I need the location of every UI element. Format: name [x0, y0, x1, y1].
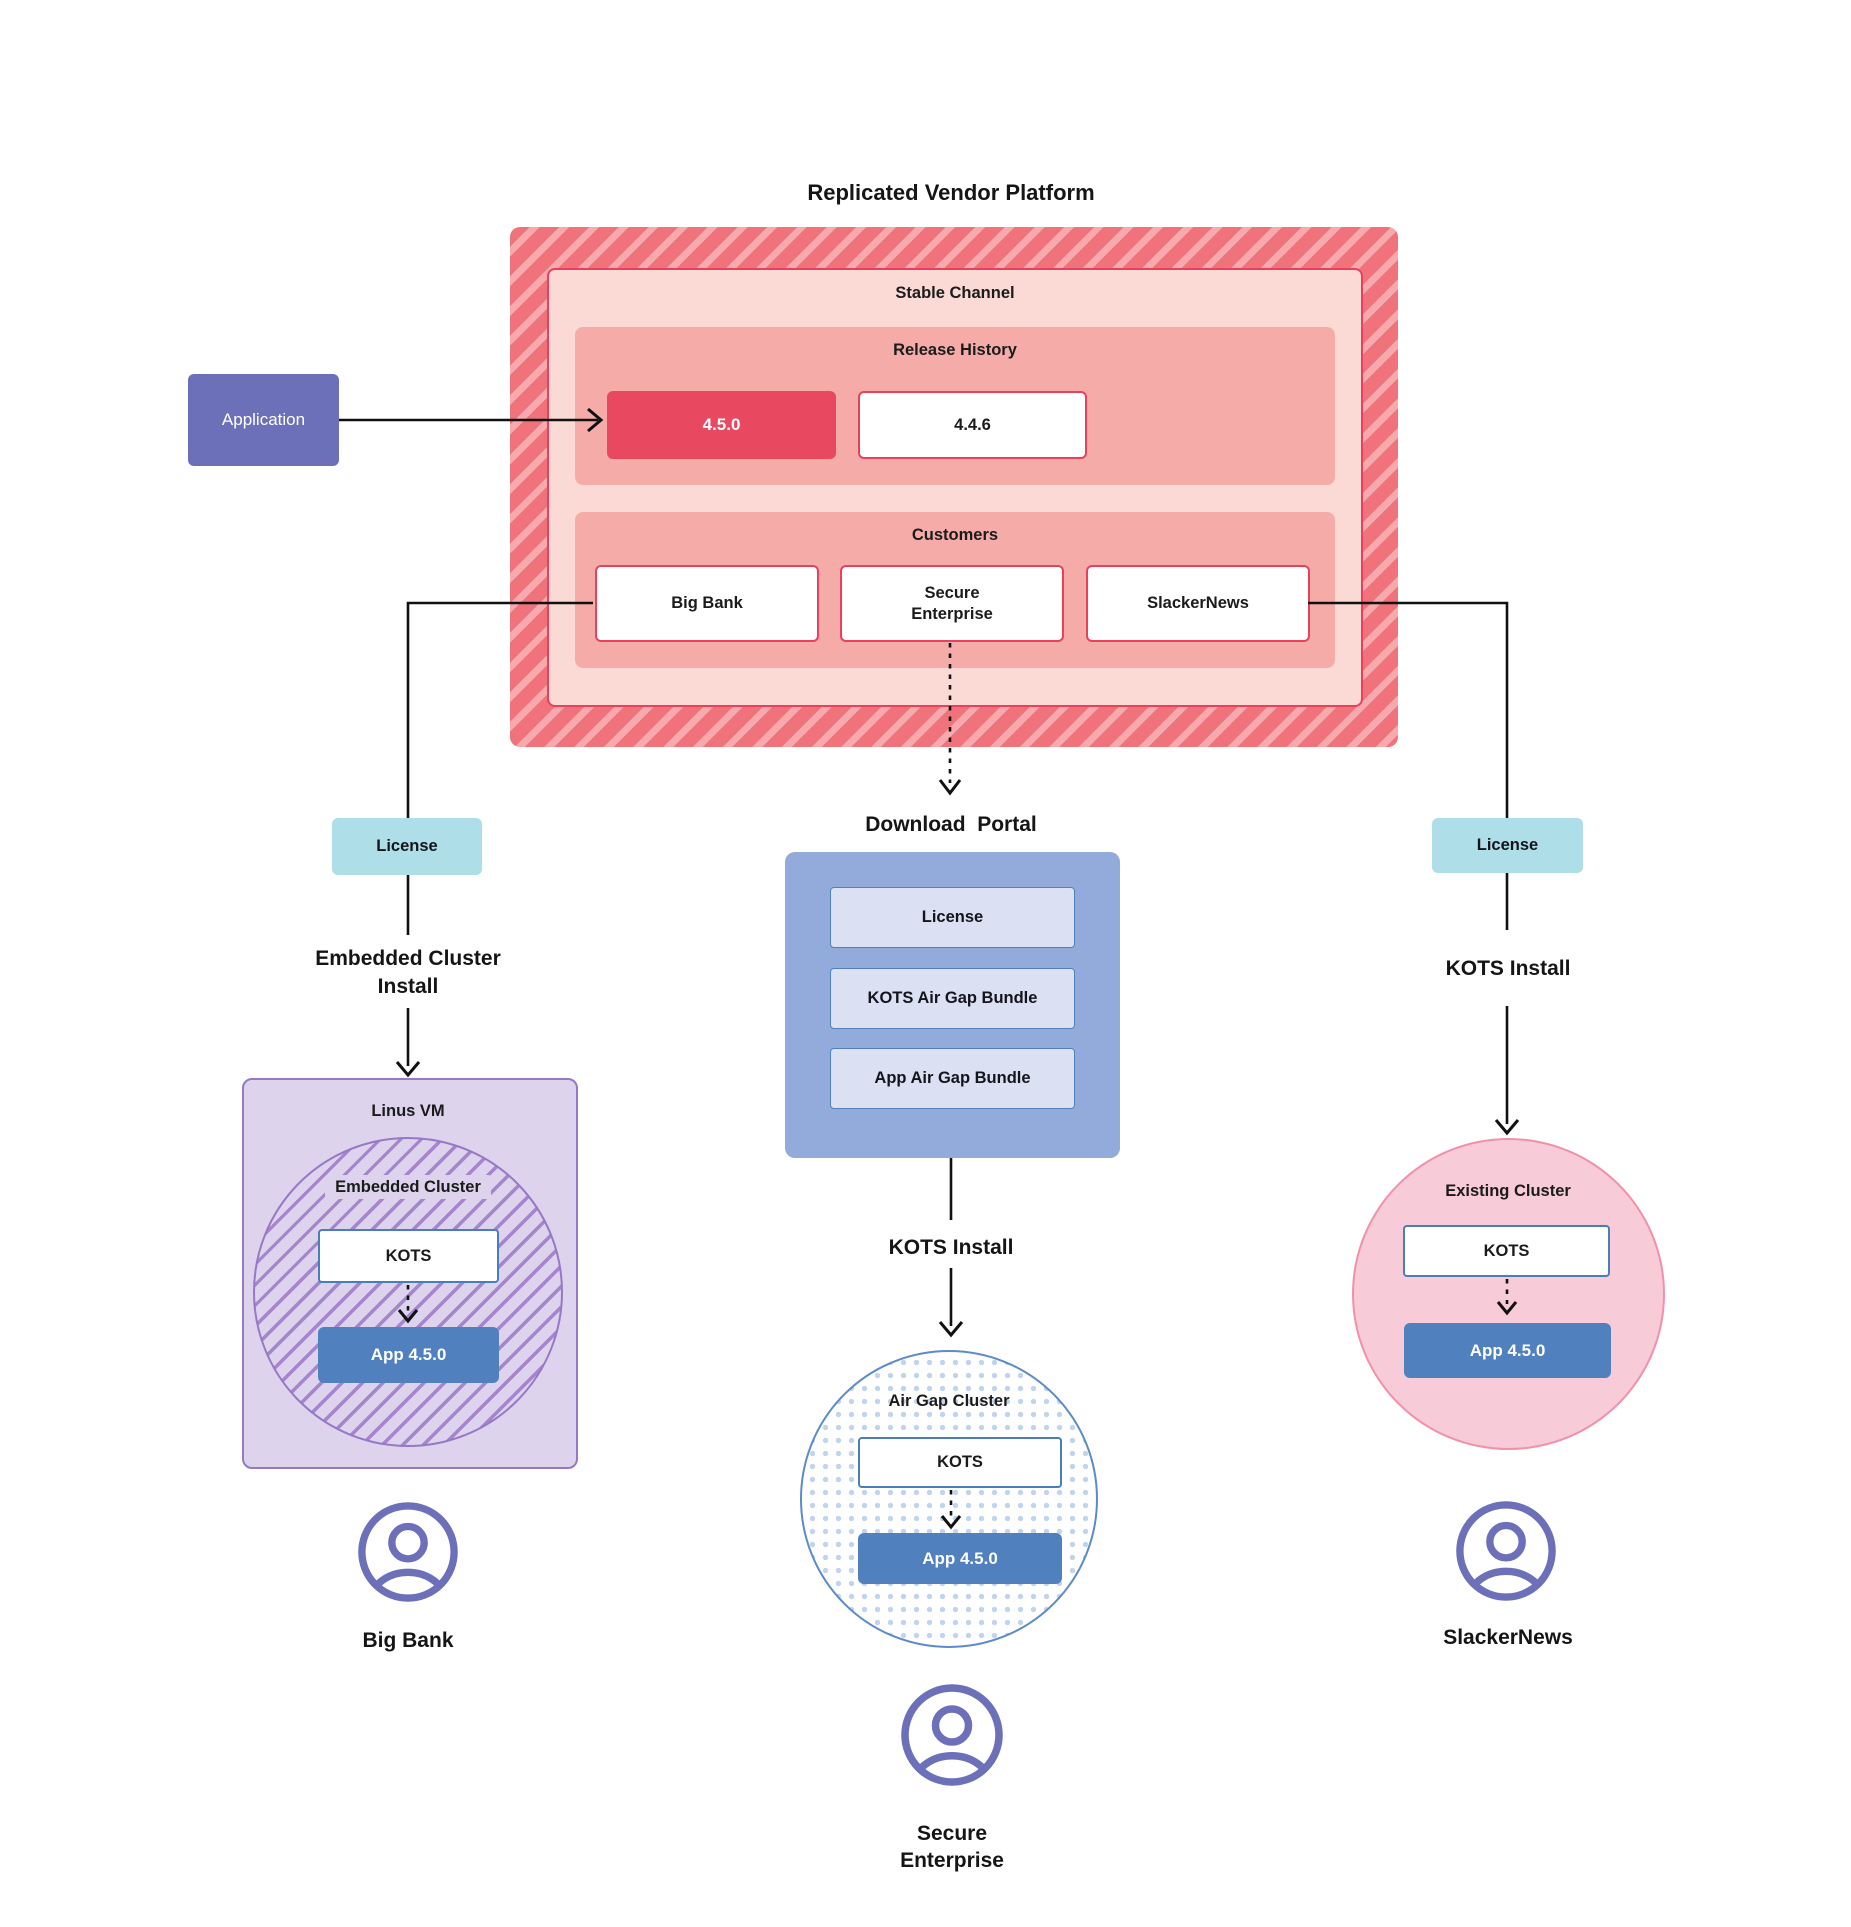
middle-app-box: App 4.5.0: [858, 1533, 1062, 1584]
middle-kots-install-label: KOTS Install: [888, 1236, 1014, 1259]
existing-cluster-label: Existing Cluster: [1445, 1182, 1571, 1200]
portal-app-airgap-item: App Air Gap Bundle: [830, 1048, 1075, 1109]
stable-channel-box: Stable Channel Release History 4.5.0 4.4…: [547, 268, 1363, 707]
embedded-cluster-label: Embedded Cluster: [298, 1175, 518, 1199]
release-4-4-6: 4.4.6: [858, 391, 1087, 459]
left-license-box: License: [332, 818, 482, 875]
right-kots-install-label: KOTS Install: [1445, 957, 1571, 980]
stable-channel-label: Stable Channel: [895, 284, 1015, 302]
diagram-title: Replicated Vendor Platform: [807, 180, 1095, 205]
download-portal-box: License KOTS Air Gap Bundle App Air Gap …: [785, 852, 1120, 1158]
release-history-box: Release History 4.5.0 4.4.6: [575, 327, 1335, 485]
release-history-label: Release History: [893, 341, 1017, 359]
right-license-box: License: [1432, 818, 1583, 873]
slackernews-person-label: SlackerNews: [1443, 1626, 1573, 1649]
right-kots-box: KOTS: [1403, 1225, 1610, 1277]
existing-cluster-circle: [1352, 1138, 1665, 1450]
portal-license-item: License: [830, 887, 1075, 948]
big-bank-person-icon: [357, 1501, 459, 1603]
linus-vm-label: Linus VM: [371, 1102, 445, 1120]
right-app-box: App 4.5.0: [1404, 1323, 1611, 1378]
download-portal-label: Download Portal: [865, 813, 1037, 836]
secure-enterprise-person-label: Secure Enterprise: [900, 1822, 1004, 1873]
middle-kots-box: KOTS: [858, 1437, 1062, 1488]
portal-kots-airgap-item: KOTS Air Gap Bundle: [830, 968, 1075, 1029]
embedded-cluster-install-label: Embedded Cluster Install: [315, 947, 501, 999]
left-app-box: App 4.5.0: [318, 1327, 499, 1383]
customer-big-bank: Big Bank: [595, 565, 819, 642]
secure-enterprise-person-icon: [900, 1683, 1004, 1787]
air-gap-cluster-label: Air Gap Cluster: [888, 1392, 1010, 1410]
release-4-5-0: 4.5.0: [607, 391, 836, 459]
customers-box: Customers Big Bank Secure Enterprise Sla…: [575, 512, 1335, 668]
customers-label: Customers: [911, 526, 999, 544]
embedded-cluster-label-text: Embedded Cluster: [325, 1175, 491, 1199]
slackernews-person-icon: [1455, 1500, 1557, 1602]
customer-secure-enterprise: Secure Enterprise: [840, 565, 1064, 642]
application-box: Application: [188, 374, 339, 466]
air-gap-cluster-circle: [800, 1350, 1098, 1648]
customer-secure-enterprise-label: Secure Enterprise: [911, 583, 993, 623]
left-kots-box: KOTS: [318, 1229, 499, 1283]
customer-slackernews: SlackerNews: [1086, 565, 1310, 642]
big-bank-person-label: Big Bank: [362, 1629, 454, 1652]
